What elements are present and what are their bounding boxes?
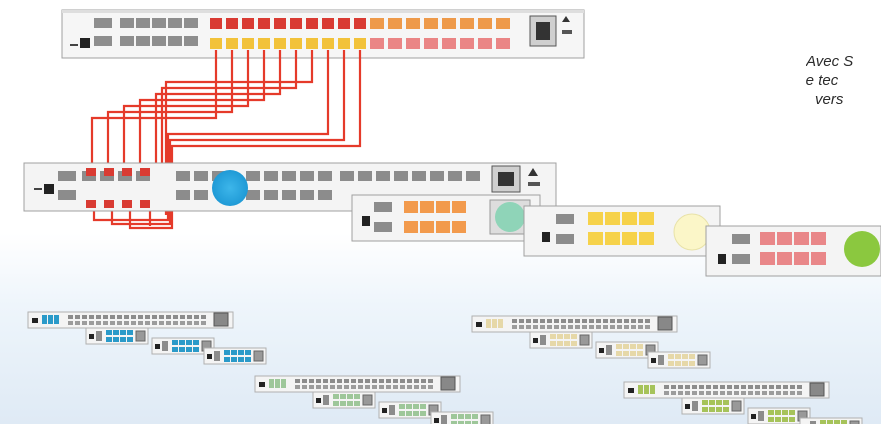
main-red-ports: [86, 168, 150, 208]
caption: Avec S une tec vers: [806, 52, 881, 109]
teal-zone-marker: [495, 202, 525, 232]
main-lock-icon: [34, 184, 54, 194]
top-switch-panel: [61, 9, 585, 59]
power-module-icon: [529, 15, 572, 47]
main-power-module-icon: [491, 165, 540, 193]
mini-panel-cascades: [27, 311, 863, 424]
top-pink-ports: [370, 38, 510, 49]
yellow-sub-panel: [523, 205, 721, 257]
caption-line-1: Avec S: [806, 53, 854, 70]
caption-line-3: vers: [815, 91, 844, 108]
mini-cascade-beige: [471, 315, 711, 369]
top-red-ports: [210, 18, 366, 29]
top-lock-icon: [70, 38, 90, 48]
blue-zone-marker: [212, 170, 248, 206]
green-zone-marker: [844, 231, 880, 267]
mini-cascade-olive: [623, 381, 863, 424]
orange-sub-panel: [351, 194, 541, 242]
pink-sub-panel: [705, 225, 881, 277]
top-orange-ports: [370, 18, 510, 29]
top-yellow-ports: [210, 38, 366, 49]
caption-line-2: une tec: [806, 72, 839, 89]
top-left-port-group: [94, 18, 198, 46]
cream-zone-marker: [673, 213, 711, 251]
mini-cascade-blue: [27, 311, 267, 365]
mini-cascade-sage: [254, 375, 494, 424]
